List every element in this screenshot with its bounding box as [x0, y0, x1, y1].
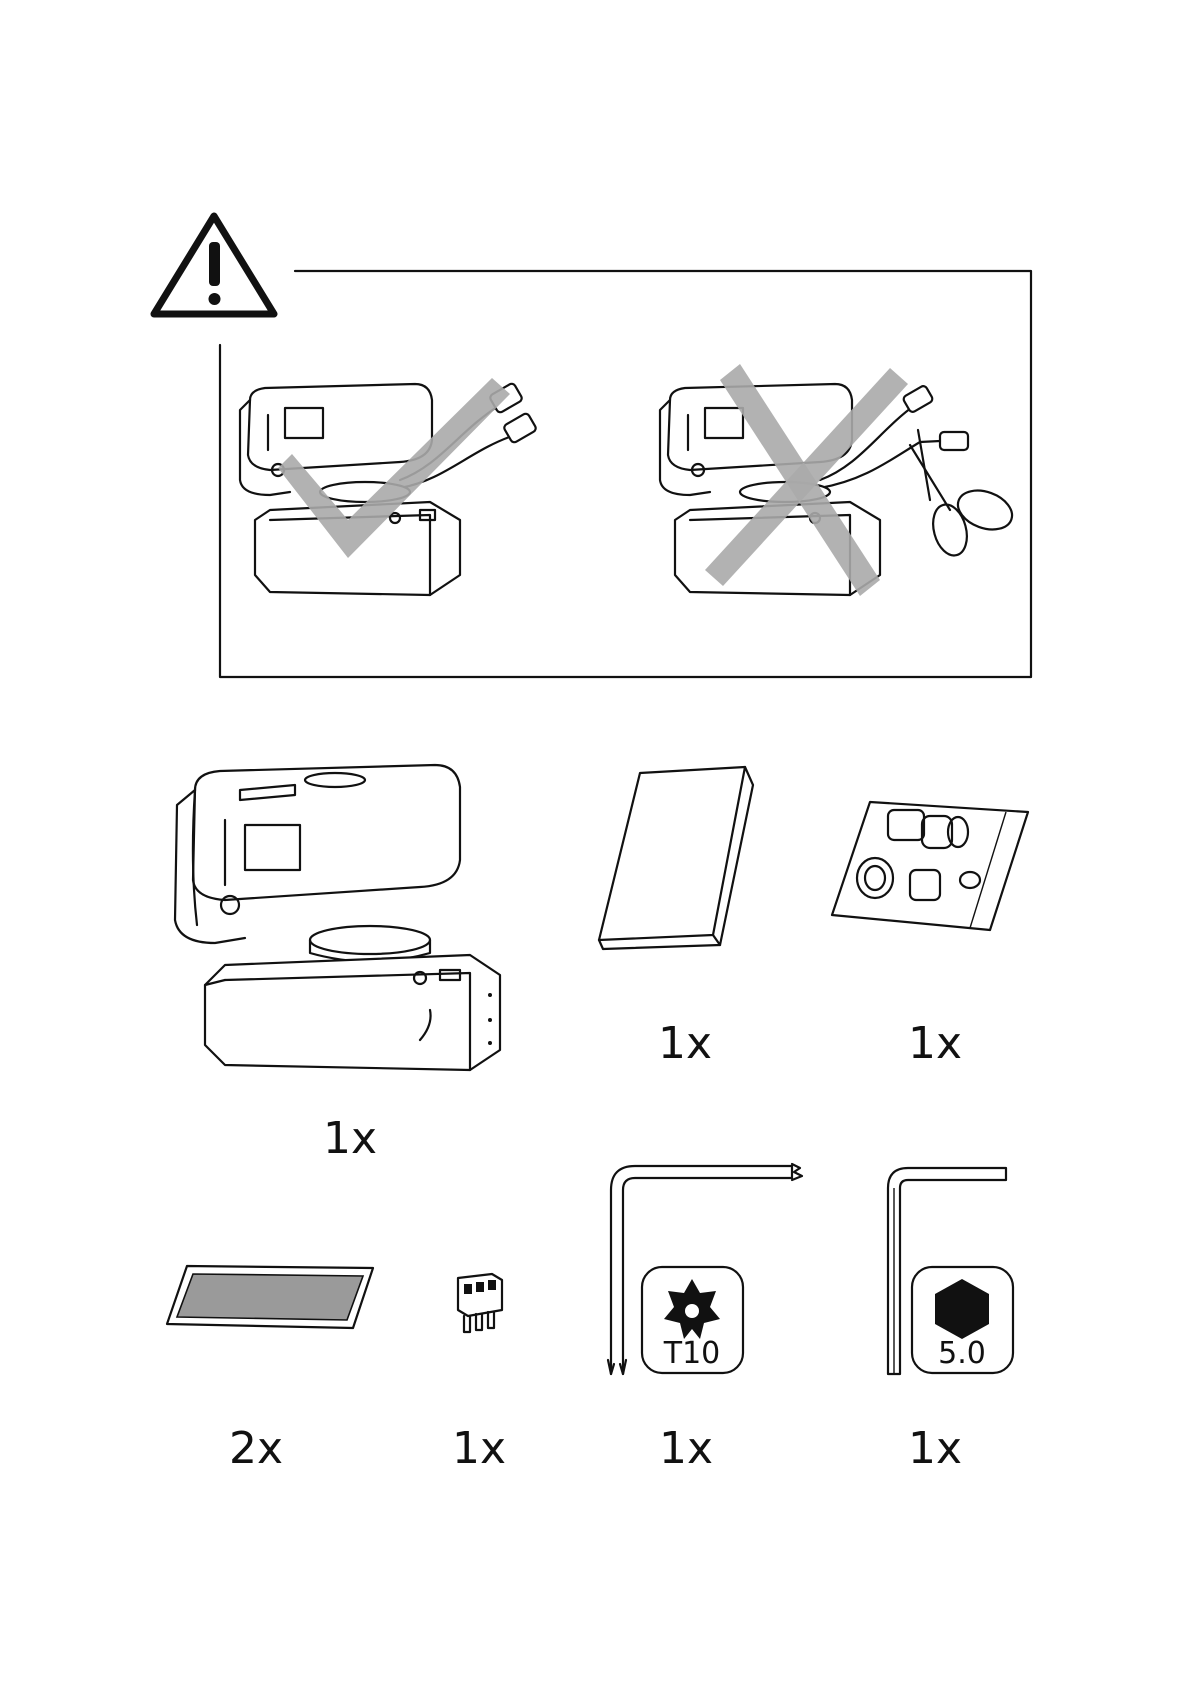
hex-badge: 5.0 [910, 1265, 1015, 1375]
hex-size-label: 5.0 [938, 1336, 986, 1371]
hex-key-quantity: 1x [875, 1427, 995, 1471]
camera-unit-image [165, 765, 505, 1095]
manual-booklet-image [595, 765, 765, 955]
gasket-quantity: 2x [196, 1427, 316, 1471]
correct-cable-illustration [230, 370, 560, 620]
cable-gland-kit-image [830, 790, 1030, 940]
wrong-cable-illustration [650, 370, 1020, 620]
torx-size-label: T10 [663, 1336, 721, 1371]
manual-quantity: 1x [625, 1022, 745, 1066]
torx-key-quantity: 1x [626, 1427, 746, 1471]
camera-quantity: 1x [290, 1117, 410, 1161]
gland-kit-quantity: 1x [875, 1022, 995, 1066]
terminal-block-quantity: 1x [419, 1427, 539, 1471]
gasket-strip-image [165, 1262, 375, 1332]
torx-label-layer: T10 [640, 1265, 745, 1375]
terminal-block-image [450, 1270, 505, 1340]
